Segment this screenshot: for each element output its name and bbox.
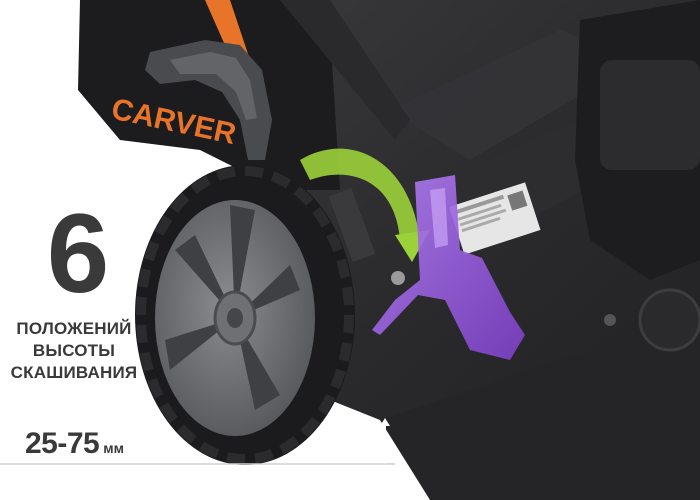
height-positions-count: 6 — [46, 191, 110, 316]
engine-part — [638, 288, 700, 352]
caption-line: СКАШИВАНИЯ — [10, 363, 138, 382]
engine-part — [604, 314, 616, 326]
height-lever-grip — [170, 52, 257, 120]
height-adjust-lever-purple — [372, 175, 525, 360]
bracket — [328, 188, 376, 262]
caption-line: ПОЛОЖЕНИЙ — [16, 319, 132, 338]
rear-wheel — [135, 165, 355, 465]
engine-cover — [600, 60, 700, 170]
deck-fold — [390, 30, 640, 160]
caption-line: ВЫСОТЫ — [32, 341, 116, 360]
grass-bag — [78, 0, 340, 190]
cut-height-unit: мм — [103, 440, 124, 456]
spec-label — [448, 182, 541, 255]
height-marker-arrow-down — [380, 456, 390, 464]
pivot-bolt — [391, 271, 405, 285]
deck-lower — [380, 330, 700, 500]
height-marker-arrow-up — [380, 418, 390, 426]
handle-bar — [280, 0, 410, 140]
height-positions-caption: ПОЛОЖЕНИЙ ВЫСОТЫ СКАШИВАНИЯ — [4, 318, 144, 384]
cut-height-value: 25-75 — [25, 427, 100, 460]
